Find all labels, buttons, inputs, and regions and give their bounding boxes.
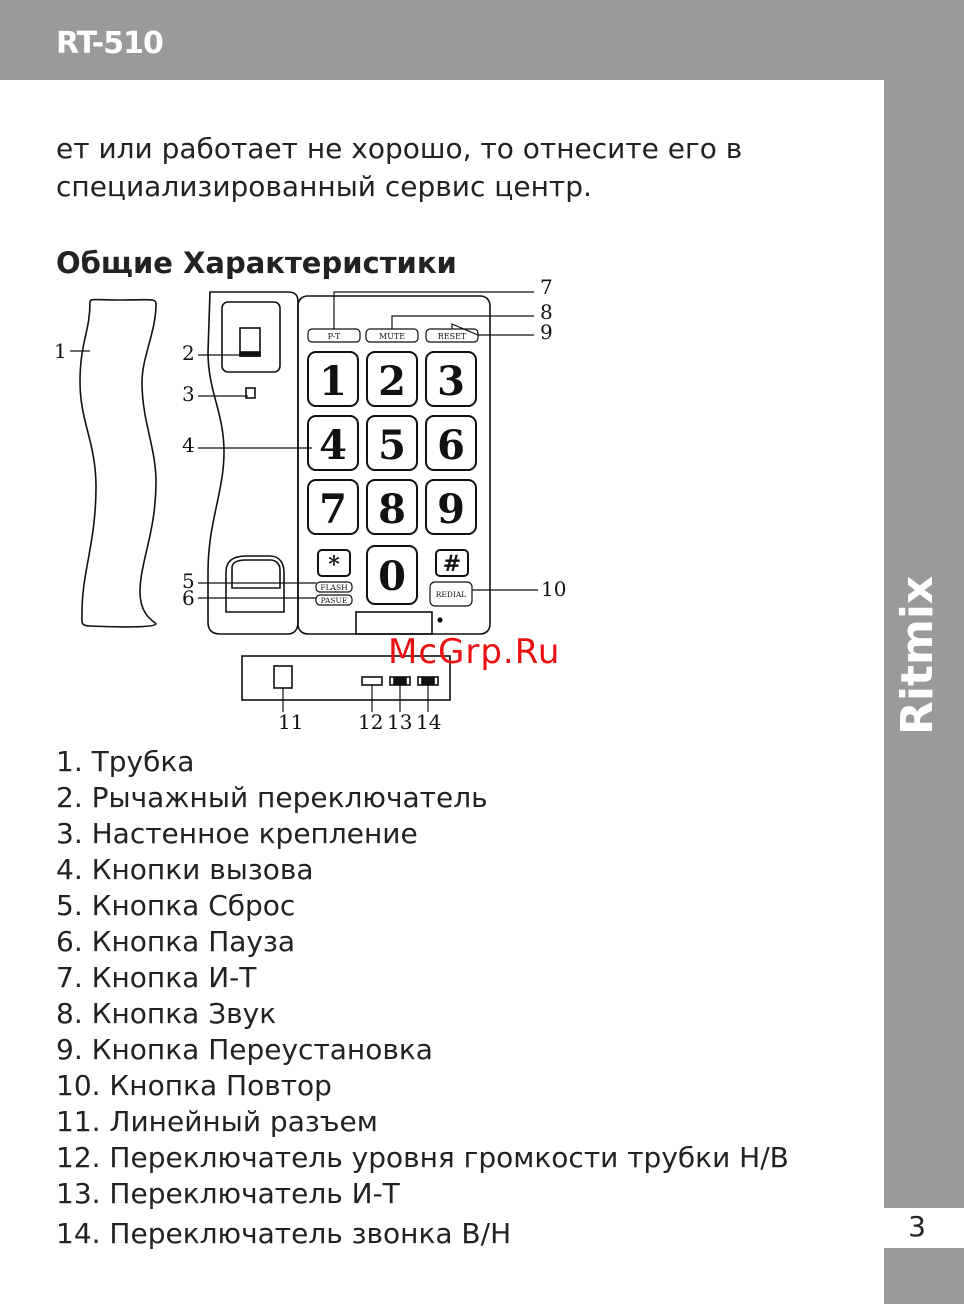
key-6-label: 6 xyxy=(437,422,465,469)
callout-10: 10 xyxy=(541,577,566,601)
key-star-label: * xyxy=(328,552,340,578)
callout-9: 9 xyxy=(540,320,553,344)
key-0-label: 0 xyxy=(378,553,406,600)
legend-list: 1. Трубка 2. Рычажный переключатель 3. Н… xyxy=(56,744,789,1252)
page-number-box: 3 xyxy=(884,1208,964,1248)
key-7 xyxy=(307,479,359,535)
callout-4: 4 xyxy=(182,433,195,457)
legend-item: 5. Кнопка Сброс xyxy=(56,889,296,922)
callout-6: 6 xyxy=(182,586,195,610)
key-4-label: 4 xyxy=(319,422,347,469)
side-band xyxy=(884,80,964,1304)
key-3 xyxy=(425,351,477,407)
key-0 xyxy=(366,545,418,605)
bottom-panel xyxy=(241,655,451,701)
key-8 xyxy=(366,479,418,535)
header-band: RT-510 xyxy=(0,0,964,80)
line-jack xyxy=(273,665,293,689)
phone-diagram: P-T MUTE RESET 1 2 3 4 5 6 7 8 9 0 * # xyxy=(54,275,566,734)
callout-2: 2 xyxy=(182,341,195,365)
legend-item: 3. Настенное крепление xyxy=(56,817,418,850)
legend-item: 9. Кнопка Переустановка xyxy=(56,1033,433,1066)
key-1-label: 1 xyxy=(319,358,347,405)
key-4 xyxy=(307,415,359,471)
keypad-face xyxy=(297,295,491,635)
key-5-label: 5 xyxy=(378,422,406,469)
intro-line-2: специализированный сервис центр. xyxy=(56,170,592,203)
callout-5: 5 xyxy=(182,569,195,593)
legend-item: 6. Кнопка Пауза xyxy=(56,925,296,958)
reset-label: RESET xyxy=(438,332,467,341)
key-5 xyxy=(366,415,418,471)
callout-7: 7 xyxy=(540,275,553,299)
key-hash xyxy=(435,549,469,577)
watermark: McGrp.Ru xyxy=(388,632,561,672)
key-9-label: 9 xyxy=(437,486,465,533)
callout-12: 12 xyxy=(358,710,383,734)
key-star xyxy=(317,549,351,577)
callout-3: 3 xyxy=(182,382,195,406)
redial-label: REDIAL xyxy=(436,590,467,599)
section-title: Общие Характеристики xyxy=(56,246,457,280)
handset-outline xyxy=(79,298,157,628)
callout-1: 1 xyxy=(54,339,67,363)
legend-item: 12. Переключатель уровня громкости трубк… xyxy=(56,1141,789,1174)
volume-switch xyxy=(361,676,383,686)
key-6 xyxy=(425,415,477,471)
key-1 xyxy=(307,351,359,407)
legend-item: 13. Переключатель И-Т xyxy=(56,1177,400,1210)
ritmix-logo-text: Ritmix xyxy=(892,576,943,735)
mute-label: MUTE xyxy=(379,332,405,341)
pause-button xyxy=(315,594,353,606)
callout-8: 8 xyxy=(540,300,553,324)
legend-item: 10. Кнопка Повтор xyxy=(56,1069,332,1102)
callout-14: 14 xyxy=(416,710,441,734)
key-9 xyxy=(425,479,477,535)
key-hash-label: # xyxy=(443,551,461,577)
intro-paragraph: ет или работает не хорошо, то отнесите е… xyxy=(56,130,856,206)
key-8-label: 8 xyxy=(378,486,406,533)
wall-mount xyxy=(245,387,256,399)
key-2 xyxy=(366,351,418,407)
callout-11: 11 xyxy=(278,710,303,734)
key-7-label: 7 xyxy=(319,486,347,533)
ritmix-logo: Ritmix xyxy=(892,576,943,735)
led xyxy=(437,617,443,623)
redial-button xyxy=(429,581,473,607)
legend-item: 7. Кнопка И-Т xyxy=(56,961,257,994)
page-number: 3 xyxy=(908,1210,926,1243)
legend-item: 2. Рычажный переключатель xyxy=(56,781,488,814)
key-2-label: 2 xyxy=(378,358,406,405)
pause-label: PASUE xyxy=(321,596,348,605)
key-3-label: 3 xyxy=(437,358,465,405)
model-name: RT-510 xyxy=(56,26,164,61)
legend-item: 11. Линейный разъем xyxy=(56,1105,378,1138)
legend-item: 8. Кнопка Звук xyxy=(56,997,277,1030)
flash-label: FLASH xyxy=(320,583,348,592)
intro-line-1: ет или работает не хорошо, то отнесите е… xyxy=(56,132,743,165)
legend-item: 14. Переключатель звонка В/Н xyxy=(56,1217,512,1250)
callout-13: 13 xyxy=(387,710,412,734)
legend-item: 4. Кнопки вызова xyxy=(56,853,314,886)
flash-button xyxy=(315,581,353,593)
hook-housing xyxy=(221,301,281,373)
legend-item: 1. Трубка xyxy=(56,745,195,778)
cradle-bottom xyxy=(225,555,285,613)
pt-label: P-T xyxy=(328,332,341,341)
